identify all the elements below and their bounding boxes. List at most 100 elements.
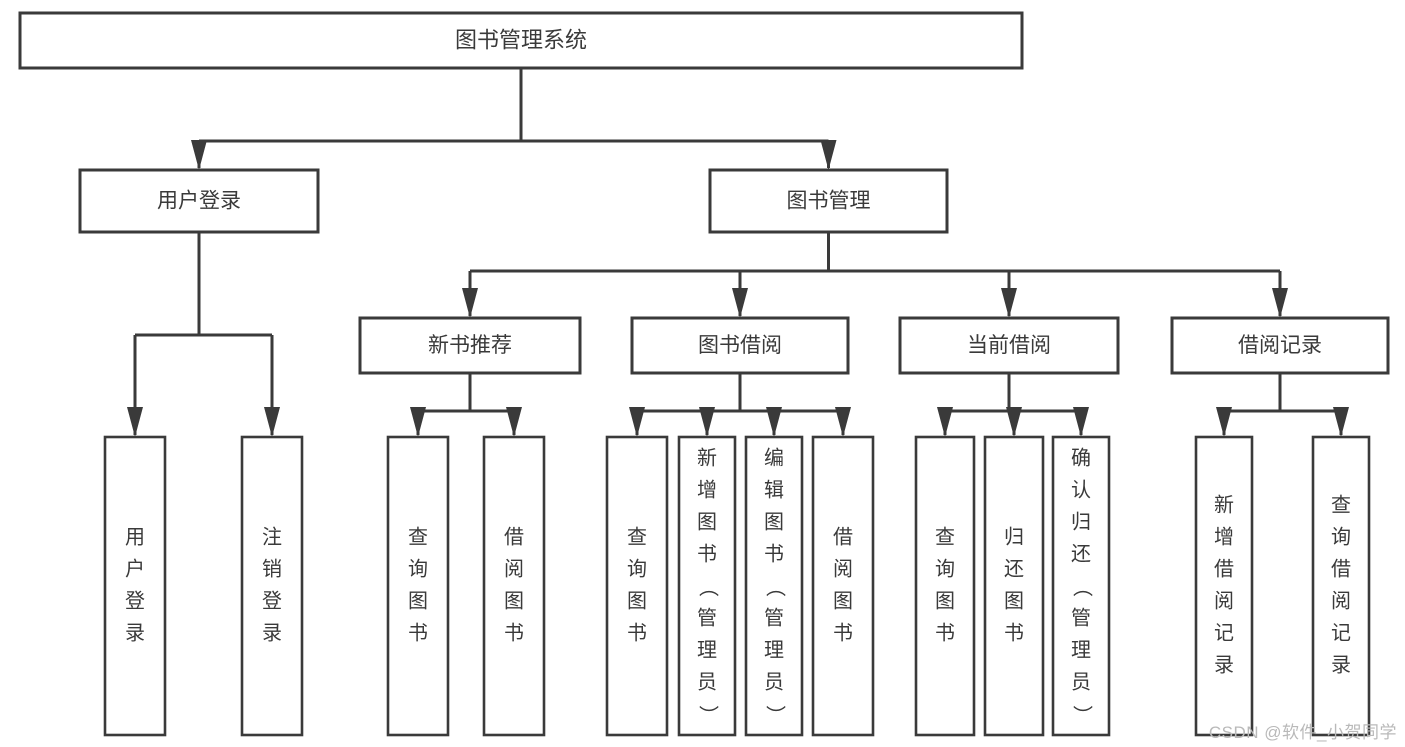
arrowhead-down-icon [1001,288,1017,318]
arrowhead-down-icon [1216,407,1232,437]
node-label-char: 录 [1214,654,1234,676]
node-box-book-borrow[interactable] [630,316,850,375]
node-label-char: 管 [697,606,717,629]
node-label-char: 认 [1071,478,1091,501]
node-label-char: （ [764,577,787,597]
node-box-user-logout[interactable] [240,435,304,737]
node-label-char: 书 [408,621,428,644]
node-label-char: 询 [935,557,955,580]
node-label-char: 编 [764,446,784,469]
node-label-char: 图 [504,590,524,612]
node-box-borrow-borrow-book[interactable] [811,435,875,737]
node-label-char: 确 [1071,446,1091,469]
node-label-char: 书 [697,542,717,565]
node-label-char: 用 [125,526,145,548]
node-label-char: 员 [1071,671,1091,693]
node-label-char: 管 [1071,606,1091,629]
node-label-char: 借 [1331,557,1351,580]
node-label-char: 图 [833,590,853,612]
node-label-current-borrow: 当前借阅 [967,334,1051,357]
node-label-borrow-record: 借阅记录 [1238,334,1322,357]
node-label-char: 借 [833,525,853,548]
node-box-current-borrow[interactable] [898,316,1120,375]
node-label-char: 还 [1071,542,1091,565]
node-label-char: 图 [764,511,784,533]
node-box-user-login-do[interactable] [103,435,167,737]
node-label-char: 图 [935,590,955,612]
node-box-new-book-recommend[interactable] [358,316,582,375]
arrowhead-down-icon [699,407,715,437]
arrowhead-down-icon [1272,288,1288,318]
node-box-borrow-add-book[interactable] [677,435,737,737]
arrowhead-down-icon [766,407,782,437]
node-label-char: （ [1071,577,1094,597]
node-label-char: 理 [764,639,784,661]
arrowhead-down-icon [462,288,478,318]
node-box-current-query-book[interactable] [914,435,976,737]
node-box-borrow-edit-book[interactable] [744,435,804,737]
node-label-char: 归 [1004,525,1024,548]
node-box-recommend-borrow-book[interactable] [482,435,546,737]
connectors-layer [127,68,1349,437]
node-user-login[interactable]: 用户登录 [78,168,320,234]
arrowhead-down-icon [506,407,522,437]
node-label-char: 增 [1214,525,1234,548]
node-new-book-recommend[interactable]: 新书推荐 [358,316,582,375]
node-label-char: 注 [262,525,282,548]
node-current-borrow[interactable]: 当前借阅 [898,316,1120,375]
arrowhead-down-icon [1073,407,1089,437]
node-label-char: 查 [935,525,955,548]
node-root[interactable]: 图书管理系统 [18,11,1024,70]
node-box-current-return-book[interactable] [983,435,1045,737]
node-label-char: 书 [1004,621,1024,644]
node-label-char: 辑 [764,478,784,501]
node-label-char: 还 [1004,557,1024,580]
node-label-char: 管 [764,606,784,629]
node-label-char: 记 [1331,621,1351,644]
node-box-root[interactable] [18,11,1024,70]
watermark-text: CSDN @软件_小贺同学 [1208,723,1397,742]
node-box-current-confirm-return[interactable] [1051,435,1111,737]
node-label-char: 增 [697,478,717,501]
node-label-char: 阅 [833,557,853,580]
node-box-borrow-query-book[interactable] [605,435,669,737]
node-label-char: 录 [125,622,145,644]
node-box-record-add[interactable] [1194,435,1254,737]
arrowhead-down-icon [264,407,280,437]
node-book-borrow[interactable]: 图书借阅 [630,316,850,375]
node-box-record-query[interactable] [1311,435,1371,737]
arrowhead-down-icon [127,407,143,437]
node-label-char: 理 [1071,639,1091,661]
node-label-char: （ [697,577,720,597]
node-label-char: 录 [1331,654,1351,676]
node-box-user-login[interactable] [78,168,320,234]
node-label-char: 员 [764,671,784,693]
node-label-char: 记 [1214,621,1234,644]
node-box-book-management[interactable] [708,168,949,234]
node-label-char: 销 [262,557,282,580]
arrowhead-down-icon [820,140,837,170]
node-box-recommend-query-book[interactable] [386,435,450,737]
node-book-management[interactable]: 图书管理 [708,168,949,234]
node-user-login-do[interactable]: 用户登录 [103,435,167,737]
node-label-char: ） [697,705,720,725]
node-box-borrow-record[interactable] [1170,316,1390,375]
node-borrow-record[interactable]: 借阅记录 [1170,316,1390,375]
node-label-char: 查 [1331,493,1351,516]
arrowhead-down-icon [937,407,953,437]
arrowhead-down-icon [732,288,748,318]
arrowhead-down-icon [629,407,645,437]
node-label-char: 理 [697,639,717,661]
